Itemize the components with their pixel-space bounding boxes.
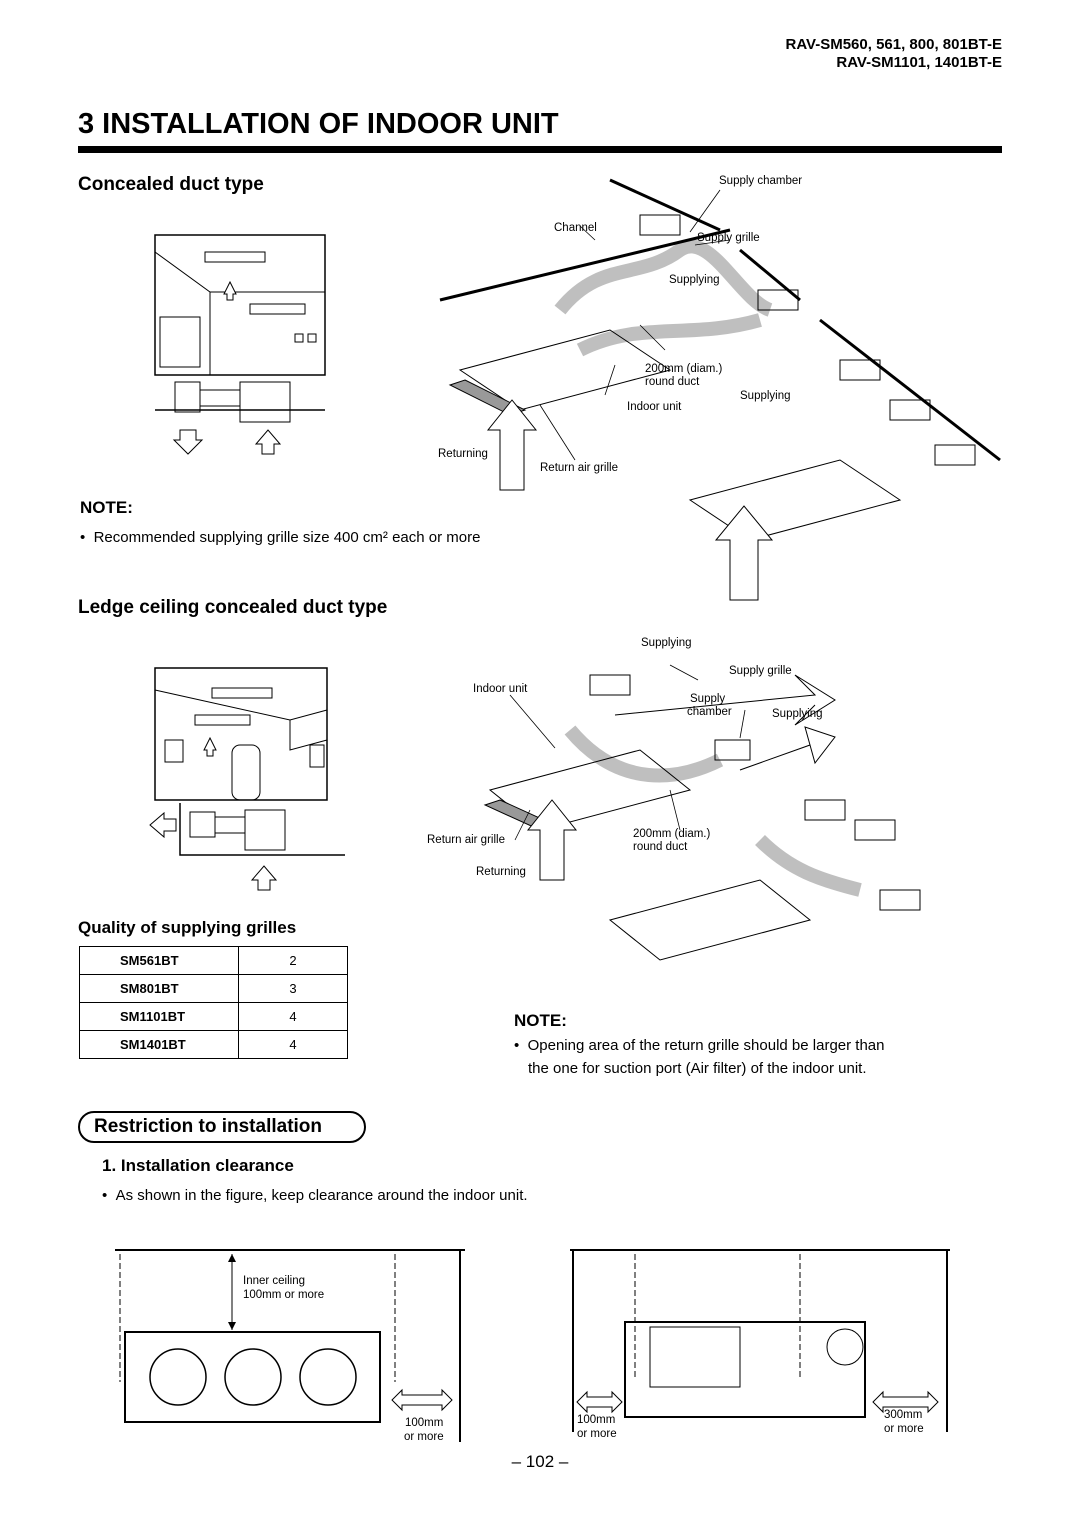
label-duct-size: 200mm (diam.) — [645, 363, 723, 375]
label-inner-ceiling: Inner ceiling — [243, 1275, 306, 1287]
label-ledge-supply: Supply — [690, 693, 726, 705]
label-ledge-returning: Returning — [476, 866, 526, 878]
model-list-line1: RAV-SM560, 561, 800, 801BT-E — [785, 36, 1002, 53]
clearance-side-diagram — [570, 1249, 950, 1432]
label-left-or-more: or more — [404, 1431, 444, 1443]
label-supply-chamber: Supply chamber — [719, 175, 803, 187]
label-return-air-grille: Return air grille — [540, 462, 618, 474]
restriction-title: Restriction to installation — [78, 1111, 366, 1143]
ledge-room-sketch — [149, 667, 345, 891]
note-heading-ledge: NOTE: — [514, 1011, 567, 1030]
label-ledge-indoor-unit: Indoor unit — [473, 683, 528, 695]
label-right-or-more: or more — [577, 1428, 617, 1440]
note-concealed-text: • Recommended supplying grille size 400 … — [80, 529, 481, 546]
clearance-text: • As shown in the figure, keep clearance… — [102, 1187, 528, 1204]
note-ledge-line2: the one for suction port (Air filter) of… — [528, 1060, 867, 1077]
page-number: – 102 – — [511, 1452, 569, 1471]
concealed-duct-diagram — [439, 178, 1001, 601]
label-left-100mm: 100mm — [405, 1417, 444, 1429]
label-round-duct: round duct — [645, 376, 700, 388]
label-ledge-duct-size: 200mm (diam.) — [633, 828, 711, 840]
label-inner-ceiling-clearance: 100mm or more — [243, 1289, 325, 1301]
label-supply-grille: Supply grille — [697, 232, 760, 244]
label-supplying-2: Supplying — [740, 390, 791, 402]
label-right-100mm: 100mm — [577, 1414, 616, 1426]
label-indoor-unit: Indoor unit — [627, 401, 682, 413]
concealed-room-sketch — [154, 234, 326, 455]
quality-title: Quality of supplying grilles — [78, 918, 297, 937]
label-ledge-supplying-2: Supplying — [772, 708, 823, 720]
concealed-duct-title: Concealed duct type — [78, 174, 264, 195]
installation-clearance-title: 1. Installation clearance — [102, 1156, 294, 1175]
label-returning: Returning — [438, 448, 488, 460]
note-ledge-line1: • Opening area of the return grille shou… — [514, 1037, 885, 1054]
label-right-300mm: 300mm — [884, 1409, 923, 1421]
ledge-duct-diagram — [483, 664, 921, 961]
clearance-front-diagram — [115, 1249, 465, 1442]
model-list-line2: RAV-SM1101, 1401BT-E — [836, 54, 1002, 71]
label-ledge-return-air-grille: Return air grille — [427, 834, 505, 846]
section-title: 3 INSTALLATION OF INDOOR UNIT — [78, 108, 559, 140]
note-heading-concealed: NOTE: — [80, 498, 133, 517]
ledge-duct-title: Ledge ceiling concealed duct type — [78, 597, 388, 618]
label-ledge-supply-grille: Supply grille — [729, 665, 792, 677]
label-channel: Channel — [554, 222, 597, 234]
section-rule — [78, 146, 1002, 153]
label-supplying: Supplying — [669, 274, 720, 286]
label-ledge-round-duct: round duct — [633, 841, 688, 853]
label-ledge-supplying: Supplying — [641, 637, 692, 649]
label-ledge-chamber: chamber — [687, 706, 732, 718]
label-right-300-or-more: or more — [884, 1423, 924, 1435]
